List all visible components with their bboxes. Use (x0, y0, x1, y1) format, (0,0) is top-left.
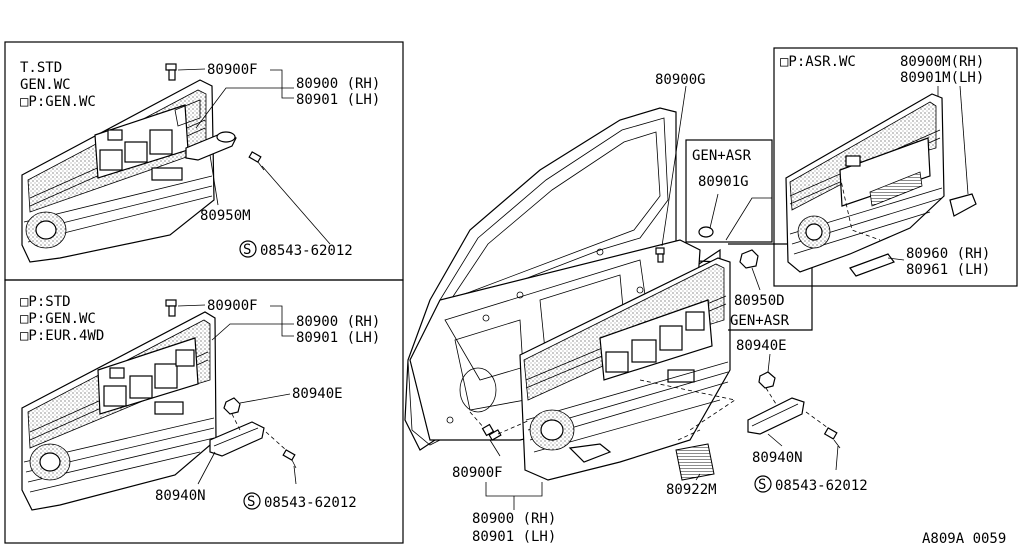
nut-icon (223, 397, 241, 415)
armrest-pad (675, 443, 715, 481)
door-trim-panel (21, 311, 217, 511)
bottom-clip-label: 80900F (452, 465, 503, 481)
trim-lh-label: 80901 (LH) (296, 330, 380, 346)
screw-label: 08543-62012 (264, 495, 357, 511)
inside-handle (185, 131, 237, 161)
armrest-end (949, 193, 977, 217)
svg-text:S: S (247, 494, 255, 510)
trim-rh-label: 80900 (RH) (472, 511, 556, 527)
pocket-rh-label: 80960 (RH) (906, 246, 990, 262)
nut-label: 80940E (292, 386, 343, 402)
screw-label: 08543-62012 (260, 243, 353, 259)
clip-icon (165, 63, 177, 81)
trim-rh-label: 80900M(RH) (900, 54, 984, 70)
pull-handle (747, 397, 805, 435)
diagram-code: A809A 0059 (922, 531, 1006, 547)
pad-label: 80922M (666, 482, 717, 498)
clip-label: 80900F (207, 298, 258, 314)
trim-lh-label: 80901 (LH) (472, 529, 556, 545)
gen-asr-top-label: GEN+ASR (692, 148, 752, 164)
clip-icon (655, 247, 665, 263)
clip-icon (165, 299, 177, 317)
nut-icon (758, 371, 776, 389)
handle-label: 80950M (200, 208, 251, 224)
circled-s-icon: S (243, 492, 261, 510)
screw-icon (248, 151, 265, 171)
pocket-lh-label: 80961 (LH) (906, 262, 990, 278)
trim-rh-label: 80900 (RH) (296, 314, 380, 330)
panel-frame (773, 47, 1018, 287)
door-trim-panel (519, 257, 731, 481)
panel-top-left: T.STD GEN.WC □P:GEN.WC (4, 41, 404, 281)
main-door-assembly: 80900G 80900F 80900 (RH) 80901 (LH) (404, 72, 737, 545)
svg-text:S: S (758, 477, 766, 493)
cap-icon (698, 226, 714, 238)
condition-1: T.STD (20, 60, 62, 76)
condition-3: □P:GEN.WC (20, 94, 96, 110)
gen-asr-callout: GEN+ASR 80901G (685, 139, 773, 243)
bushing-callout: 80950D GEN+ASR (728, 243, 813, 331)
bushing-label: 80950D (734, 293, 785, 309)
circled-s-icon: S (239, 240, 257, 258)
condition-2: □P:GEN.WC (20, 311, 96, 327)
callout-frame (685, 139, 773, 243)
trim-rh-label: 80900 (RH) (296, 76, 380, 92)
condition-2: GEN.WC (20, 77, 71, 93)
clip-label: 80900F (207, 62, 258, 78)
screw-icon (823, 427, 841, 449)
clip-icon (481, 423, 502, 441)
nut-icon (739, 249, 759, 269)
door-clip-label: 80900G (655, 72, 706, 88)
condition-1: □P:STD (20, 294, 71, 310)
svg-text:S: S (243, 242, 251, 258)
nut-label: 80940E (736, 338, 787, 354)
condition-1: □P:ASR.WC (780, 54, 856, 70)
pull-label: 80940N (752, 450, 803, 466)
panel-frame (4, 279, 404, 544)
cap-label: 80901G (698, 174, 749, 190)
pull-handle (209, 421, 265, 457)
circled-s-icon: S (754, 475, 772, 493)
gen-asr-bottom-label: GEN+ASR (730, 313, 790, 329)
panel-top-right: □P:ASR.WC 80900M(RH) 80901M(LH) 809 (773, 47, 1018, 287)
map-pocket (849, 253, 895, 277)
trim-lh-label: 80901M(LH) (900, 70, 984, 86)
pull-label: 80940N (155, 488, 206, 504)
condition-3: □P:EUR.4WD (20, 328, 104, 344)
panel-bottom-left: □P:STD □P:GEN.WC □P:EUR.4WD (4, 279, 404, 544)
screw-label: 08543-62012 (775, 478, 868, 494)
trim-lh-label: 80901 (LH) (296, 92, 380, 108)
door-trim-panel (785, 93, 945, 273)
screw-icon (282, 449, 297, 469)
